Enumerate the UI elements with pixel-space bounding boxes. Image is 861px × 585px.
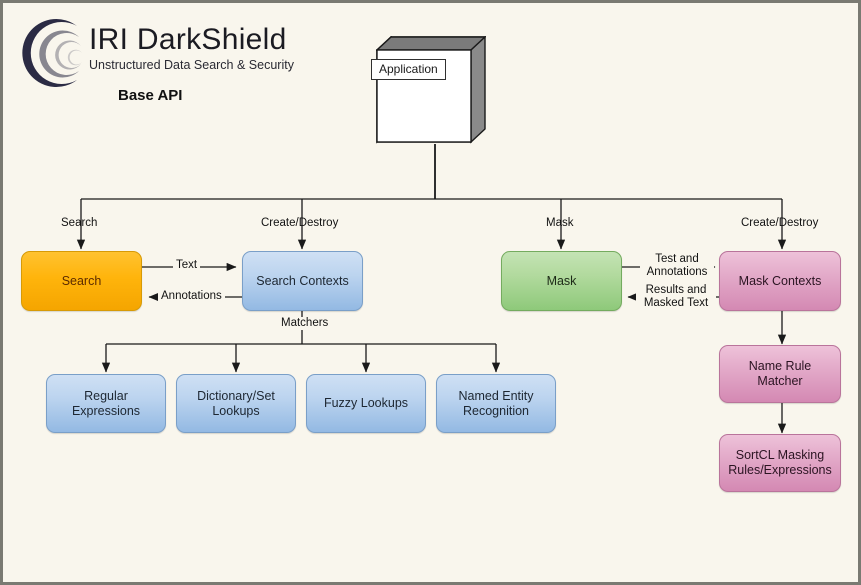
iri-spiral-logo-icon	[15, 17, 95, 89]
matcher-label: Regular Expressions	[71, 388, 141, 418]
edge-label-results-and-masked-text: Results and Masked Text	[636, 284, 716, 310]
application-label: Application	[371, 59, 446, 80]
edge-label-line2: Masked Text	[643, 297, 709, 309]
brand-block: IRI DarkShield Unstructured Data Search …	[89, 23, 294, 73]
edge-label-app-to-search-contexts: Create/Destroy	[261, 217, 339, 229]
node-mask[interactable]: Mask	[501, 251, 622, 311]
node-matcher-dictionary-set-lookups[interactable]: Dictionary/Set Lookups	[176, 374, 296, 433]
node-name-rule-matcher[interactable]: Name Rule Matcher	[719, 345, 841, 403]
matcher-label-line2: Lookups	[212, 403, 260, 418]
edge-label-annotations: Annotations	[158, 290, 225, 303]
node-search-contexts[interactable]: Search Contexts	[242, 251, 363, 311]
connector-layer	[76, 144, 787, 434]
application-node[interactable]	[376, 36, 486, 144]
diagram-title: Base API	[118, 87, 183, 104]
brand-subtitle: Unstructured Data Search & Security	[89, 58, 294, 72]
node-sortcl-label-line2: Rules/Expressions	[728, 463, 832, 477]
node-sortcl-masking-rules[interactable]: SortCL Masking Rules/Expressions	[719, 434, 841, 492]
matcher-label: Fuzzy Lookups	[323, 396, 409, 410]
node-search-contexts-label: Search Contexts	[256, 273, 349, 288]
edge-label-text: Text	[173, 259, 201, 272]
node-mask-contexts-label: Mask Contexts	[738, 273, 822, 288]
edge-label-matchers: Matchers	[278, 317, 332, 330]
node-name-rule-matcher-label: Name Rule Matcher	[748, 359, 812, 388]
node-sortcl-label-line1: SortCL Masking	[735, 448, 825, 462]
node-mask-contexts[interactable]: Mask Contexts	[719, 251, 841, 311]
brand-title: IRI DarkShield	[89, 23, 287, 56]
matcher-label-line2: Recognition	[462, 403, 529, 418]
node-search[interactable]: Search	[21, 251, 142, 311]
edge-label-app-to-mask: Mask	[546, 217, 574, 229]
node-matcher-named-entity-recognition[interactable]: Named Entity Recognition	[436, 374, 556, 433]
edge-label-line1: Test and	[655, 253, 699, 265]
edge-label-app-to-search: Search	[61, 217, 98, 229]
node-matcher-fuzzy-lookups[interactable]: Fuzzy Lookups	[306, 374, 426, 433]
matcher-label-line1: Named Entity	[458, 388, 534, 403]
node-mask-label: Mask	[546, 273, 577, 288]
edge-label-test-and-annotations: Test and Annotations	[640, 253, 714, 279]
matcher-label-line1: Dictionary/Set	[197, 388, 275, 403]
node-search-label: Search	[61, 273, 102, 288]
edge-label-line2: Annotations	[646, 266, 708, 278]
edge-label-app-to-mask-contexts: Create/Destroy	[741, 217, 819, 229]
edge-label-line1: Results and	[645, 284, 707, 296]
node-matcher-regular-expressions[interactable]: Regular Expressions	[46, 374, 166, 433]
